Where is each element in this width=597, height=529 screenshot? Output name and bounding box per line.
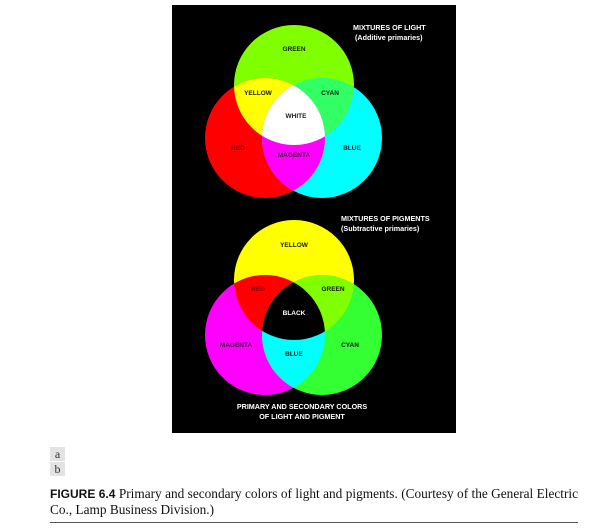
pigment-title: MIXTURES OF PIGMENTS <box>341 214 430 223</box>
figure-caption: FIGURE 6.4 Primary and secondary colors … <box>50 486 578 517</box>
label-yellow: YELLOW <box>244 90 273 97</box>
color-mixture-figure: MIXTURES OF LIGHT (Additive primaries) G… <box>172 5 456 433</box>
label-blue: BLUE <box>343 145 361 152</box>
label-cyan: CYAN <box>321 90 339 97</box>
label-green: GREEN <box>282 46 305 53</box>
panel-tag-b: b <box>50 462 65 476</box>
label-magenta-pigment: MAGENTA <box>220 342 253 349</box>
caption-label: FIGURE 6.4 <box>50 487 116 501</box>
pigment-venn-diagram: MIXTURES OF PIGMENTS (Subtractive primar… <box>205 214 430 395</box>
label-magenta: MAGENTA <box>278 152 311 159</box>
label-blue-pigment: BLUE <box>285 351 303 358</box>
label-green-pigment: GREEN <box>321 286 344 293</box>
light-title: MIXTURES OF LIGHT <box>353 23 426 32</box>
label-white: WHITE <box>286 113 308 120</box>
figure-footer-line2: OF LIGHT AND PIGMENT <box>259 412 345 421</box>
light-overlap-white <box>262 78 325 145</box>
light-subtitle: (Additive primaries) <box>355 33 423 42</box>
label-black-pigment: BLACK <box>283 310 306 317</box>
label-red-pigment: RED <box>251 286 265 293</box>
figure-svg: MIXTURES OF LIGHT (Additive primaries) G… <box>205 23 430 421</box>
label-yellow-pigment: YELLOW <box>280 242 309 249</box>
panel-tag-a: a <box>50 447 65 461</box>
light-venn-diagram: MIXTURES OF LIGHT (Additive primaries) G… <box>205 23 426 198</box>
pigment-subtitle: (Subtractive primaries) <box>341 224 420 233</box>
caption-text: Primary and secondary colors of light an… <box>50 486 578 517</box>
label-red: RED <box>231 145 245 152</box>
label-cyan-pigment: CYAN <box>341 342 359 349</box>
figure-footer-line1: PRIMARY AND SECONDARY COLORS <box>237 402 368 411</box>
caption-divider <box>50 522 578 523</box>
